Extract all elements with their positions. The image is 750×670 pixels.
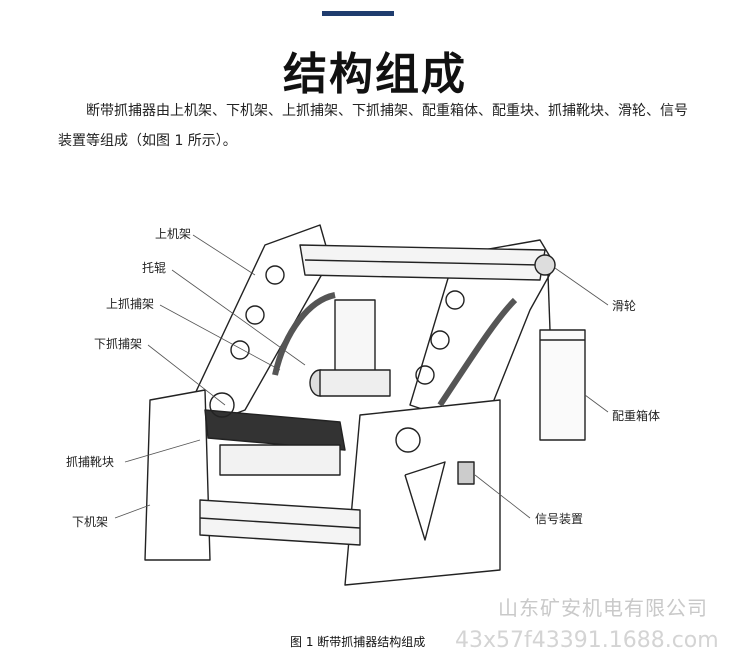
upper-catcher-arm bbox=[272, 292, 336, 376]
structure-diagram: 上机架 托辊 上抓捕架 下抓捕架 抓捕靴块 下机架 滑轮 配重箱体 信号装置 bbox=[0, 200, 750, 630]
page-title: 结构组成 bbox=[283, 49, 467, 100]
watermark-url: 43x57f43391.1688.com bbox=[455, 628, 719, 653]
diagram-drawing: 上机架 托辊 上抓捕架 下抓捕架 抓捕靴块 下机架 滑轮 配重箱体 信号装置 bbox=[66, 224, 660, 586]
description: 断带抓捕器由上机架、下机架、上抓捕架、下抓捕架、配重箱体、配重块、抓捕靴块、滑轮… bbox=[58, 96, 698, 156]
signal-device bbox=[457, 461, 475, 485]
description-text: 断带抓捕器由上机架、下机架、上抓捕架、下抓捕架、配重箱体、配重块、抓捕靴块、滑轮… bbox=[58, 103, 688, 149]
label-counterweight-box: 配重箱体 bbox=[612, 408, 660, 423]
title-accent-bar bbox=[322, 11, 394, 16]
catch-shoe bbox=[204, 409, 346, 451]
watermark-company: 山东矿安机电有限公司 bbox=[498, 596, 708, 620]
lower-frame-right bbox=[344, 399, 501, 586]
label-upper-catcher: 上抓捕架 bbox=[106, 296, 154, 311]
label-signal-device: 信号装置 bbox=[535, 512, 583, 526]
lower-frame-left bbox=[144, 389, 211, 561]
figure-caption: 图 1 断带抓捕器结构组成 bbox=[290, 635, 426, 649]
label-lower-catcher: 下抓捕架 bbox=[94, 336, 142, 351]
label-lower-frame: 下机架 bbox=[72, 515, 108, 529]
label-upper-frame: 上机架 bbox=[155, 227, 191, 241]
counterweight-box bbox=[539, 329, 586, 441]
pulley bbox=[534, 254, 556, 276]
label-idler: 托辊 bbox=[142, 261, 166, 275]
label-pulley: 滑轮 bbox=[612, 299, 636, 313]
upper-frame-right-plate bbox=[409, 239, 556, 421]
label-catch-shoe: 抓捕靴块 bbox=[66, 454, 114, 469]
